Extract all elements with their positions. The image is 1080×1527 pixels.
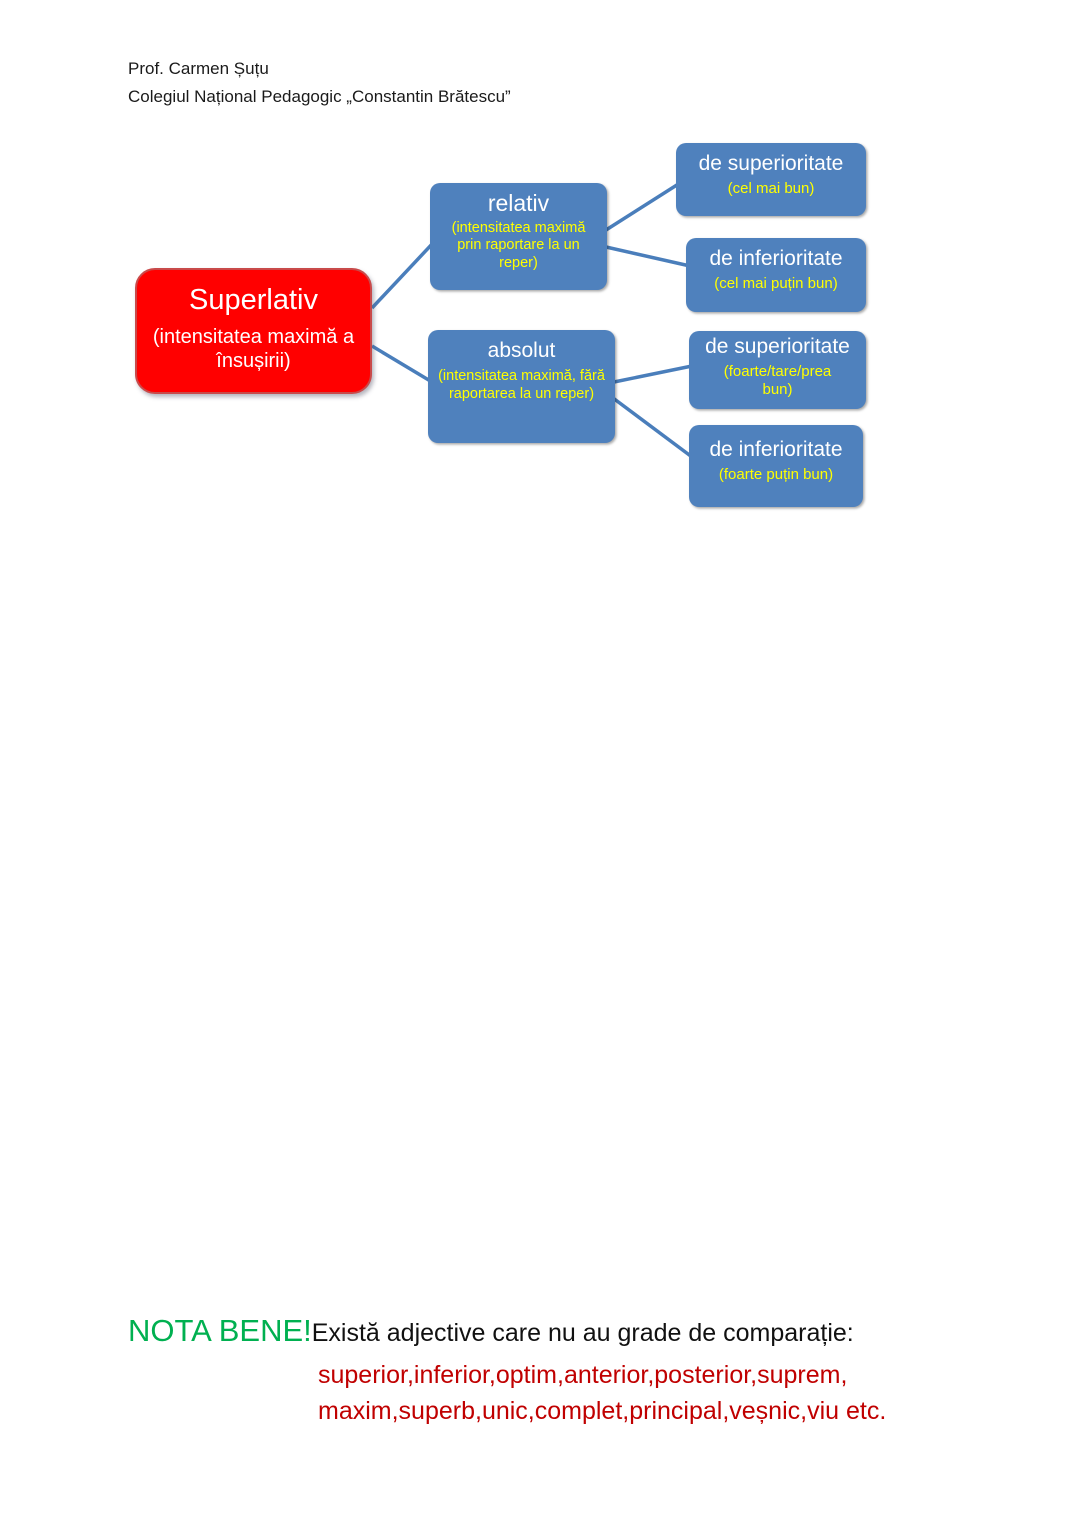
node-superlativ-title: Superlativ — [189, 284, 318, 316]
node-superlativ-subtitle: (intensitatea maximă a însușirii) — [152, 326, 355, 373]
node-relativ-superioritate-title: de superioritate — [698, 152, 844, 175]
node-absolut: absolut (intensitatea maximă, fără rapor… — [428, 330, 615, 443]
connector-root-relativ — [370, 240, 436, 310]
node-absolut-superioritate: de superioritate (foarte/tare/prea bun) — [689, 331, 866, 409]
document-header: Prof. Carmen Șuțu Colegiul Național Peda… — [128, 55, 511, 111]
nota-bene-intro: Există adjective care nu au grade de com… — [311, 1319, 854, 1347]
connector-absolut-superioritate — [613, 364, 693, 384]
node-relativ: relativ (intensitatea maximă prin raport… — [430, 183, 607, 290]
exception-examples: superior,inferior,optim,anterior,posteri… — [318, 1357, 1008, 1429]
node-absolut-subtitle: (intensitatea maximă, fără raportarea la… — [438, 368, 605, 402]
node-relativ-title: relativ — [487, 190, 550, 216]
node-absolut-inferioritate: de inferioritate (foarte puțin bun) — [689, 425, 863, 507]
node-relativ-superioritate: de superioritate (cel mai bun) — [676, 143, 866, 216]
nota-bene-label: NOTA BENE! — [128, 1313, 312, 1348]
connector-relativ-inferioritate — [605, 245, 691, 268]
connector-root-absolut — [371, 344, 433, 384]
node-relativ-superioritate-subtitle: (cel mai bun) — [727, 180, 815, 198]
node-relativ-subtitle: (intensitatea maximă prin raportare la u… — [451, 219, 586, 271]
exception-examples-line2: maxim,superb,unic,complet,principal,veșn… — [318, 1397, 887, 1425]
nota-bene-section: NOTA BENE!Există adjective care nu au gr… — [128, 1313, 1008, 1429]
connector-absolut-inferioritate — [611, 396, 694, 459]
node-relativ-inferioritate-title: de inferioritate — [709, 247, 843, 270]
node-absolut-superioritate-subtitle: (foarte/tare/prea bun) — [723, 363, 832, 399]
node-relativ-inferioritate-subtitle: (cel mai puțin bun) — [714, 275, 838, 293]
author-line: Prof. Carmen Șuțu — [128, 59, 269, 78]
exception-examples-line1: superior,inferior,optim,anterior,posteri… — [318, 1361, 848, 1389]
node-absolut-inferioritate-subtitle: (foarte puțin bun) — [718, 466, 834, 484]
node-absolut-superioritate-title: de superioritate — [705, 335, 850, 358]
node-relativ-inferioritate: de inferioritate (cel mai puțin bun) — [686, 238, 866, 312]
node-superlativ: Superlativ (intensitatea maximă a însuși… — [135, 268, 372, 394]
connector-relativ-superioritate — [605, 181, 681, 232]
institution-line: Colegiul Național Pedagogic „Constantin … — [128, 87, 511, 106]
node-absolut-inferioritate-title: de inferioritate — [709, 438, 843, 461]
nota-bene-line: NOTA BENE!Există adjective care nu au gr… — [128, 1313, 1008, 1349]
node-absolut-title: absolut — [487, 339, 556, 362]
